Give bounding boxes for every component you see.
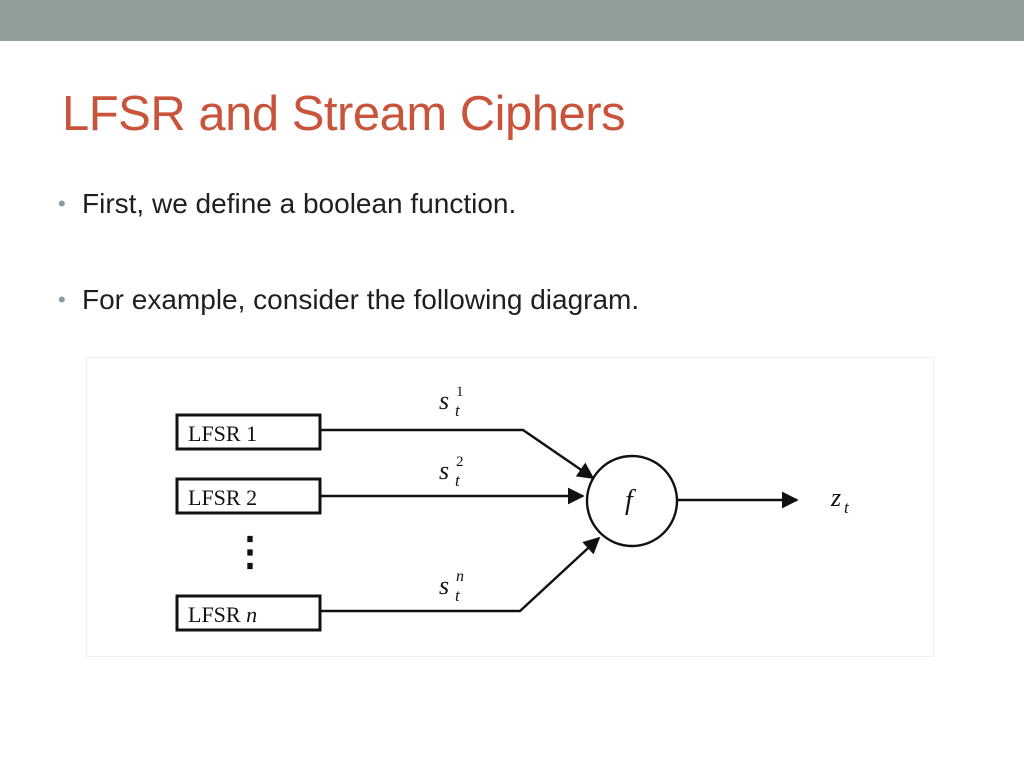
lfsr-box-1-label: LFSR 1 — [188, 421, 257, 446]
lfsr-box-2-label: LFSR 2 — [188, 485, 257, 510]
bullet-text: For example, consider the following diag… — [82, 284, 640, 315]
top-bar — [0, 0, 1024, 41]
bullet-list: • First, we define a boolean function. •… — [56, 184, 639, 320]
function-label: f — [625, 485, 636, 516]
diagram-canvas: LFSR 1 LFSR 2 LFSR n ⋮ s 1 t s 2 t s n t — [175, 383, 850, 632]
lfsr-box-2 — [175, 477, 322, 515]
bullet-dot-icon: • — [58, 191, 66, 216]
function-node — [585, 454, 679, 548]
lfsr-box-1 — [175, 413, 322, 451]
bullet-text: First, we define a boolean function. — [82, 188, 517, 219]
bullet-item: • For example, consider the following di… — [56, 280, 639, 320]
slide-title: LFSR and Stream Ciphers — [62, 87, 626, 141]
bullet-dot-icon: • — [58, 287, 66, 312]
ellipsis-icon: ⋮ — [230, 529, 270, 574]
bullet-item: • First, we define a boolean function. — [56, 184, 639, 224]
lfsr-box-n — [175, 594, 322, 632]
signal-label-n: s n t — [439, 568, 468, 605]
lfsr-diagram: LFSR 1 LFSR 2 LFSR n ⋮ s 1 t s 2 t s n t — [86, 357, 934, 657]
lfsr-box-n-label: LFSR n — [188, 602, 257, 627]
output-label: z t — [830, 483, 850, 517]
connector-line-n — [320, 536, 601, 613]
connector-line-1 — [320, 428, 595, 479]
signal-label-2: s 2 t — [439, 453, 468, 490]
signal-label-1: s 1 t — [439, 383, 468, 420]
